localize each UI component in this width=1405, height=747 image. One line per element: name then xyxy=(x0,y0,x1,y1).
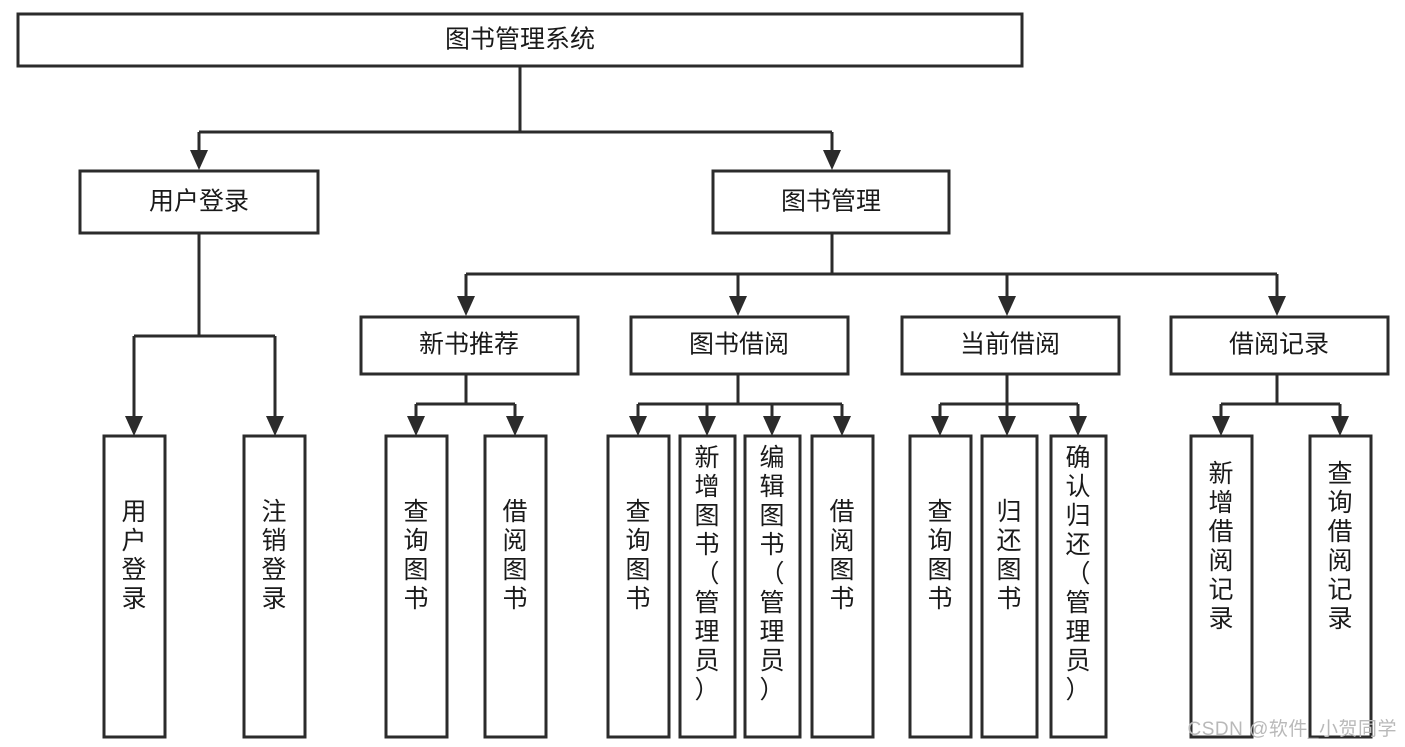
node-leaf-borrow-book-2-label: 借阅图书 xyxy=(829,498,854,613)
node-leaf-logout[interactable]: 注销登录 xyxy=(242,434,307,739)
node-leaf-borrow-book-2[interactable]: 借阅图书 xyxy=(810,434,875,739)
node-leaf-edit-book-label: 编辑图书（管理员） xyxy=(759,444,784,704)
node-book-management[interactable]: 图书管理 xyxy=(711,169,951,235)
node-leaf-logout-label: 注销登录 xyxy=(261,498,286,613)
connector-group-user-login xyxy=(125,233,284,436)
connector-group-borrow-record xyxy=(1212,374,1349,436)
node-current-borrow[interactable]: 当前借阅 xyxy=(900,315,1121,376)
arrow-to-current-borrow xyxy=(998,296,1016,316)
node-leaf-user-login-label: 用户登录 xyxy=(121,498,146,613)
node-leaf-query-book-1-label: 查询图书 xyxy=(403,498,428,613)
node-leaf-user-login[interactable]: 用户登录 xyxy=(102,434,167,739)
arrow-to-leaf-logout xyxy=(266,416,284,436)
arrow-to-book-management xyxy=(823,150,841,170)
arrow-to-leaf-borrow-book-1 xyxy=(506,416,524,436)
node-leaf-query-book-2[interactable]: 查询图书 xyxy=(606,434,671,739)
node-user-login-label: 用户登录 xyxy=(149,188,249,216)
arrow-to-leaf-edit-book xyxy=(763,416,781,436)
node-leaf-add-record[interactable]: 新增借阅记录 xyxy=(1189,434,1254,739)
node-book-borrow-label: 图书借阅 xyxy=(689,331,789,359)
arrow-to-leaf-borrow-book-2 xyxy=(833,416,851,436)
arrow-to-leaf-query-book-2 xyxy=(629,416,647,436)
node-new-book-recommend[interactable]: 新书推荐 xyxy=(359,315,580,376)
arrow-to-leaf-query-book-3 xyxy=(931,416,949,436)
node-book-management-label: 图书管理 xyxy=(781,188,881,216)
node-leaf-borrow-book-1-label: 借阅图书 xyxy=(502,498,527,613)
node-leaf-return-book-label: 归还图书 xyxy=(996,498,1021,613)
connector-group-book-management xyxy=(457,233,1286,316)
node-leaf-confirm-return[interactable]: 确认归还（管理员） xyxy=(1049,434,1108,739)
arrow-to-leaf-return-book xyxy=(998,416,1016,436)
connector-group-current-borrow xyxy=(931,374,1087,436)
node-user-login[interactable]: 用户登录 xyxy=(78,169,320,235)
node-leaf-query-record-label: 查询借阅记录 xyxy=(1327,460,1352,633)
arrow-to-book-borrow xyxy=(729,296,747,316)
arrow-to-user-login xyxy=(190,150,208,170)
node-current-borrow-label: 当前借阅 xyxy=(960,331,1060,359)
arrow-to-leaf-query-record xyxy=(1331,416,1349,436)
node-leaf-query-record[interactable]: 查询借阅记录 xyxy=(1308,434,1373,739)
arrow-to-borrow-record xyxy=(1268,296,1286,316)
arrow-to-leaf-query-book-1 xyxy=(407,416,425,436)
node-leaf-query-book-3-label: 查询图书 xyxy=(927,498,952,613)
arrow-to-leaf-add-record xyxy=(1212,416,1230,436)
node-leaf-borrow-book-1[interactable]: 借阅图书 xyxy=(483,434,548,739)
node-leaf-confirm-return-label: 确认归还（管理员） xyxy=(1065,444,1090,704)
arrow-to-new-book-recommend xyxy=(457,296,475,316)
node-root[interactable]: 图书管理系统 xyxy=(16,12,1024,68)
arrow-to-leaf-add-book xyxy=(698,416,716,436)
node-borrow-record-label: 借阅记录 xyxy=(1229,331,1329,359)
node-new-book-recommend-label: 新书推荐 xyxy=(419,331,519,359)
node-leaf-add-book-label: 新增图书（管理员） xyxy=(694,444,719,704)
node-leaf-query-book-1[interactable]: 查询图书 xyxy=(384,434,449,739)
arrow-to-leaf-confirm-return xyxy=(1069,416,1087,436)
node-leaf-query-book-2-label: 查询图书 xyxy=(625,498,650,613)
node-leaf-add-record-label: 新增借阅记录 xyxy=(1208,460,1233,633)
connector-group-root xyxy=(190,67,841,170)
node-leaf-edit-book[interactable]: 编辑图书（管理员） xyxy=(743,434,802,739)
node-leaf-add-book[interactable]: 新增图书（管理员） xyxy=(678,434,737,739)
node-book-borrow[interactable]: 图书借阅 xyxy=(629,315,850,376)
node-borrow-record[interactable]: 借阅记录 xyxy=(1169,315,1390,376)
connector-group-new-book-recommend xyxy=(407,374,524,436)
connector-group-book-borrow xyxy=(629,374,851,436)
node-leaf-query-book-3[interactable]: 查询图书 xyxy=(908,434,973,739)
arrow-to-leaf-user-login xyxy=(125,416,143,436)
node-leaf-return-book[interactable]: 归还图书 xyxy=(980,434,1039,739)
node-root-label: 图书管理系统 xyxy=(445,26,595,54)
